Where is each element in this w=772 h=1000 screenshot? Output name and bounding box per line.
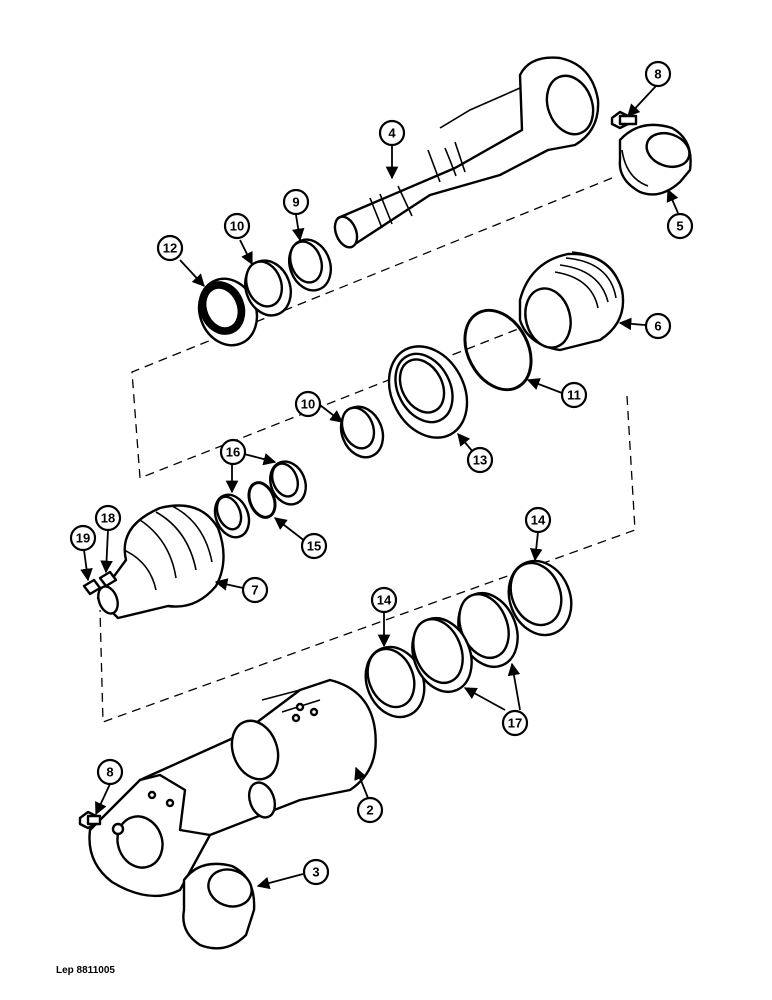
- set-screws: [82, 570, 118, 596]
- rings-17: [411, 592, 519, 693]
- svg-text:12: 12: [163, 241, 177, 256]
- piston: [96, 504, 225, 620]
- callout-17: 17: [501, 709, 529, 737]
- callout-19: 19: [69, 524, 97, 552]
- callout-7: 7: [241, 576, 269, 604]
- svg-text:14: 14: [377, 593, 392, 608]
- callout-10-middle: 10: [294, 390, 322, 418]
- svg-text:17: 17: [508, 716, 522, 731]
- seal-13: [387, 345, 469, 439]
- svg-text:4: 4: [388, 126, 396, 141]
- svg-text:3: 3: [312, 865, 319, 880]
- svg-text:18: 18: [101, 511, 115, 526]
- callout-14-left: 14: [370, 586, 398, 614]
- rings-16: [213, 460, 307, 539]
- callout-12: 12: [156, 234, 184, 262]
- bushing-bottom: [182, 862, 256, 950]
- cylinder-head: [518, 251, 625, 352]
- callout-leaders: [80, 85, 679, 890]
- svg-text:7: 7: [251, 583, 258, 598]
- svg-text:19: 19: [76, 531, 90, 546]
- svg-text:13: 13: [473, 453, 487, 468]
- o-ring-11: [463, 308, 533, 392]
- cylinder-barrel: [88, 678, 377, 898]
- svg-text:5: 5: [676, 219, 683, 234]
- callout-2: 2: [356, 796, 384, 824]
- callout-14-right: 14: [524, 506, 552, 534]
- callout-3: 3: [302, 858, 330, 886]
- svg-text:16: 16: [226, 445, 240, 460]
- callout-18: 18: [94, 504, 122, 532]
- svg-text:10: 10: [230, 219, 244, 234]
- callout-9: 9: [282, 188, 310, 216]
- svg-text:10: 10: [301, 397, 315, 412]
- piston-rod: [333, 56, 600, 249]
- grease-fitting-bottom: [78, 810, 125, 836]
- svg-text:9: 9: [292, 195, 299, 210]
- ring-10-top: [244, 259, 292, 317]
- callout-15: 15: [300, 532, 328, 560]
- grease-fitting-top: [610, 110, 638, 130]
- svg-text:2: 2: [366, 803, 373, 818]
- callout-16: 16: [219, 438, 247, 466]
- callout-10-top: 10: [223, 212, 251, 240]
- rings-14: [364, 559, 573, 719]
- ring-10-middle: [339, 405, 385, 459]
- svg-text:8: 8: [654, 67, 661, 82]
- reference-code: Lep 8811005: [56, 965, 115, 976]
- svg-text:8: 8: [106, 765, 113, 780]
- o-ring-15: [247, 481, 277, 519]
- svg-text:15: 15: [307, 539, 321, 554]
- callout-6: 6: [644, 312, 672, 340]
- bushing-top: [618, 123, 692, 196]
- callout-13: 13: [466, 446, 494, 474]
- callout-8-bottom: 8: [96, 758, 124, 786]
- svg-text:6: 6: [654, 319, 661, 334]
- svg-text:11: 11: [567, 388, 581, 403]
- callout-8-top: 8: [644, 60, 672, 88]
- callout-4: 4: [378, 119, 406, 147]
- ring-9: [288, 238, 332, 292]
- callouts: 8 4 5 10 9 12 6 11 10 13 16 15 19 18 7 1…: [69, 60, 694, 886]
- assembly-guide-lines: [99, 177, 636, 723]
- svg-text:14: 14: [531, 513, 546, 528]
- callout-11: 11: [560, 381, 588, 409]
- callout-5: 5: [666, 212, 694, 240]
